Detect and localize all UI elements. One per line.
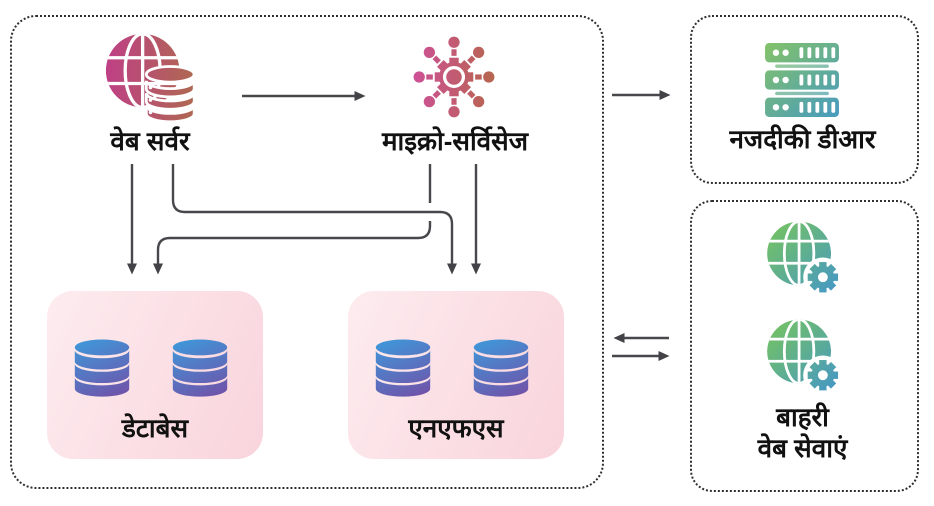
microservices-gear-icon <box>407 30 501 124</box>
external-web-services-label-line1: बाहरी <box>776 402 829 432</box>
database-cylinder-icon <box>170 337 230 401</box>
globe-gear-icon <box>762 219 846 301</box>
external-web-services-box <box>690 200 919 492</box>
database-cylinder-icon <box>471 337 531 401</box>
main-cluster-box <box>10 15 604 489</box>
globe-database-icon <box>104 32 196 124</box>
external-web-services-label-line2: वेब सेवाएं <box>757 433 848 463</box>
nfs-group-box: एनएफएस <box>348 291 564 459</box>
nfs-label: एनएफएस <box>408 413 504 443</box>
server-rack-icon <box>758 38 846 122</box>
database-cylinder-icon <box>373 337 433 401</box>
database-cylinder-icon <box>72 337 132 401</box>
external-web-services-label: बाहरी वेब सेवाएं <box>690 402 915 464</box>
micro-services-label: माइक्रो-सर्विसेज <box>381 126 529 156</box>
nearby-dr-box <box>690 15 919 184</box>
nearby-dr-label: नजदीकी डीआर <box>729 124 876 154</box>
database-label: डेटाबेस <box>121 413 189 443</box>
database-group-box: डेटाबेस <box>47 291 263 459</box>
globe-gear-icon <box>762 317 846 399</box>
web-server-label: वेब सर्वर <box>110 126 190 156</box>
